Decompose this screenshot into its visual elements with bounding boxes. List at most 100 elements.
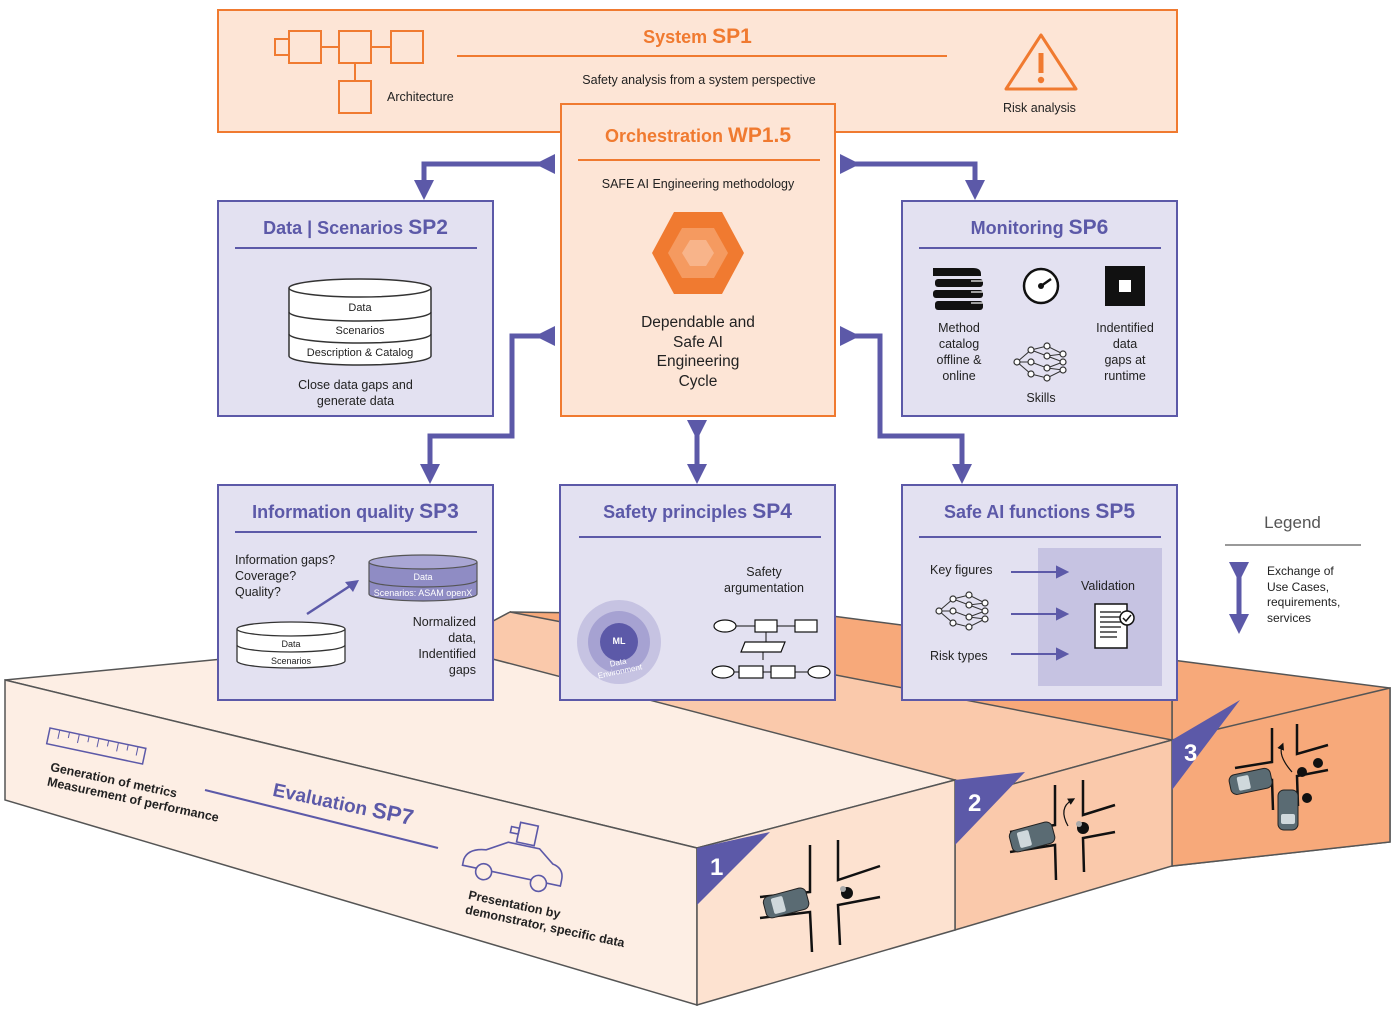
skills-label: Skills xyxy=(1026,391,1056,405)
database-bottom-icon xyxy=(236,621,346,669)
sp2-title-text: Data | Scenarios xyxy=(263,218,404,238)
sp2-db-layer-2: Scenarios xyxy=(335,325,385,337)
sp3-title-text: Information quality xyxy=(252,502,415,522)
sp2-code: SP2 xyxy=(408,216,448,239)
input-arrows xyxy=(1011,565,1070,661)
car-icon xyxy=(1008,821,1056,853)
orchestration-title: Orchestration WP1.5 xyxy=(562,124,834,148)
cycle-line-1: Dependable and xyxy=(641,314,755,331)
architecture-label: Architecture xyxy=(387,90,454,104)
legend-line-3: requirements, xyxy=(1267,595,1341,609)
risk-types-label: Risk types xyxy=(930,649,988,663)
car-icon xyxy=(762,887,810,919)
system-code: SP1 xyxy=(712,25,752,48)
gaps-line-4: runtime xyxy=(1104,369,1146,383)
legend-line-4: services xyxy=(1267,610,1312,625)
sp5-title-text: Safe AI functions xyxy=(943,502,1091,522)
system-title: System SP1 xyxy=(219,25,1176,49)
gaps-at-runtime-label: Indentified data gaps at runtime xyxy=(1085,320,1165,384)
hexagon-cycle-icon xyxy=(652,212,744,294)
sp2-caption: Close data gaps and generate data xyxy=(219,377,492,409)
sp3-db-bottom-layer-2: Scenarios xyxy=(270,656,312,666)
car-icon xyxy=(1277,789,1299,831)
safe-ai-functions-sp5-panel: Safe AI functions SP5 Key figures Valida… xyxy=(901,484,1178,701)
pedestrian-icon xyxy=(1076,821,1089,834)
orchestration-panel: Orchestration WP1.5 SAFE AI Engineering … xyxy=(560,103,836,417)
sp6-title: Monitoring SP6 xyxy=(903,216,1176,240)
sp3-rule xyxy=(235,531,477,533)
legend-title: Legend xyxy=(1264,513,1321,532)
question-3: Quality? xyxy=(235,585,281,599)
method-line-1: Method xyxy=(938,321,980,335)
sp2-title: Data | Scenarios SP2 xyxy=(219,216,492,240)
gaps-line-1: Indentified xyxy=(1096,321,1154,335)
gaps-line-2: data xyxy=(1112,337,1138,351)
orchestration-rule xyxy=(578,159,820,161)
legend-line-1: Exchange of xyxy=(1267,564,1334,578)
legend-text: Exchange of Use Cases, requirements, ser… xyxy=(1267,564,1340,626)
method-line-3: offline & xyxy=(936,353,982,367)
sp2-db-layer-3: Description & Catalog xyxy=(306,347,414,359)
sp4-rule xyxy=(579,536,821,538)
orchestration-subtitle: SAFE AI Engineering methodology xyxy=(601,177,795,191)
improvement-arrow-icon xyxy=(306,580,359,616)
ml-label: ML xyxy=(612,636,626,646)
legend-rule xyxy=(1225,544,1361,546)
key-figures-label: Key figures xyxy=(930,563,993,577)
sp4-title: Safety principles SP4 xyxy=(561,500,834,524)
demonstrator-car-icon xyxy=(461,821,563,893)
sp6-rule xyxy=(919,247,1161,249)
sp2-rule xyxy=(235,247,477,249)
database-icon xyxy=(288,278,432,366)
sp3-db-top-layer-2: Scenarios: ASAM openX xyxy=(373,588,473,598)
result-line-2: data, xyxy=(448,631,476,645)
result-line-1: Normalized xyxy=(412,615,476,629)
network-icon xyxy=(935,591,989,631)
validation-document-icon xyxy=(1094,603,1135,649)
sp3-db-top-layer-1: Data xyxy=(413,572,433,582)
legend-line-2: Use Cases, xyxy=(1267,579,1330,594)
system-rule xyxy=(457,55,947,57)
sp5-rule xyxy=(919,536,1161,538)
sp4-title-text: Safety principles xyxy=(603,502,748,522)
database-top-icon xyxy=(368,554,478,602)
monitoring-sp6-panel: Monitoring SP6 Method catalog offline & … xyxy=(901,200,1178,417)
question-2: Coverage? xyxy=(235,569,297,583)
cycle-text: Dependable and Safe AI Engineering Cycle xyxy=(562,313,834,391)
data-scenarios-sp2-panel: Data | Scenarios SP2 Data Scenarios Desc… xyxy=(217,200,494,417)
argument-line-2: argumentation xyxy=(724,581,804,595)
sp3-questions: Information gaps? Coverage? Quality? xyxy=(235,552,335,600)
ml-environment-icon xyxy=(577,600,661,684)
pedestrian-icon xyxy=(840,886,853,899)
sp2-caption-line-2: generate data xyxy=(316,394,395,408)
result-line-3: Indentified xyxy=(418,647,476,661)
question-1: Information gaps? xyxy=(235,553,336,567)
stage-2-number: 2 xyxy=(968,790,982,817)
sp2-db-layer-1: Data xyxy=(348,302,372,314)
books-icon xyxy=(933,268,983,310)
gap-square-icon xyxy=(1105,266,1145,306)
sp5-code: SP5 xyxy=(1095,500,1136,523)
sp6-code: SP6 xyxy=(1068,216,1109,239)
architecture-icon xyxy=(274,30,424,114)
cycle-line-2: Safe AI xyxy=(673,333,723,351)
sp3-result: Normalized data, Indentified gaps xyxy=(386,614,476,678)
ruler-icon xyxy=(45,727,147,765)
method-catalog-label: Method catalog offline & online xyxy=(919,320,999,384)
argument-line-1: Safety xyxy=(746,565,782,579)
orchestration-code: WP1.5 xyxy=(728,124,792,147)
method-line-4: online xyxy=(942,369,976,383)
argumentation-flowchart-icon xyxy=(711,619,831,679)
gauge-icon xyxy=(1022,267,1060,305)
cycle-line-3: Engineering xyxy=(656,353,740,370)
warning-icon xyxy=(1004,33,1078,91)
risk-analysis-label: Risk analysis xyxy=(1003,101,1076,115)
stage-3-number: 3 xyxy=(1184,740,1198,767)
gaps-line-3: gaps at xyxy=(1104,353,1146,367)
system-subtitle: Safety analysis from a system perspectiv… xyxy=(582,73,816,87)
stage-1-number: 1 xyxy=(710,854,724,881)
safety-principles-sp4-panel: Safety principles SP4 Safety argumentati… xyxy=(559,484,836,701)
skills-network-icon xyxy=(1013,342,1067,382)
result-line-4: gaps xyxy=(448,663,476,677)
sp4-code: SP4 xyxy=(752,500,792,523)
